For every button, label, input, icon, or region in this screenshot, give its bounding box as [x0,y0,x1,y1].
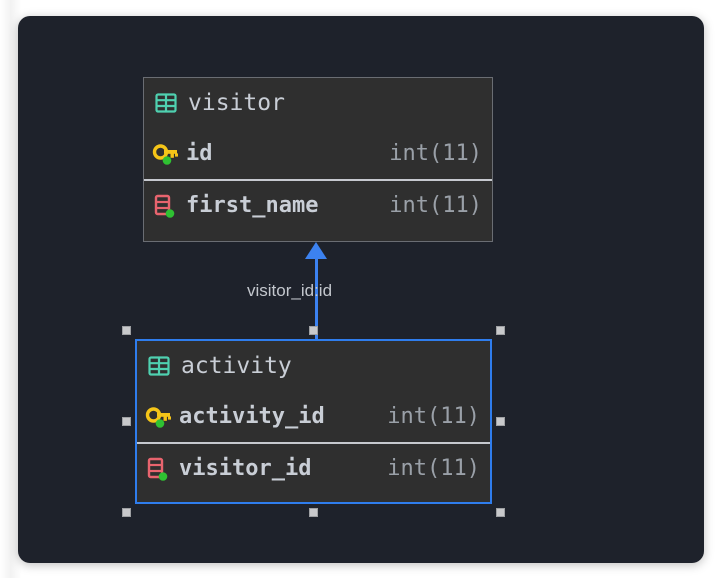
relationship-label: visitor_id:id [247,281,333,300]
column-stack-icon [145,456,173,482]
table-grid-icon [147,354,171,378]
entity-table-activity[interactable]: activity activity_id int(11) [135,339,492,504]
selection-handle-middle-right[interactable] [496,417,505,426]
primary-key-icon [145,404,173,430]
field-name-first-name: first_name [186,193,319,218]
field-row-visitor-first-name[interactable]: first_name int(11) [144,179,492,230]
selection-handle-top-center[interactable] [309,326,318,335]
field-row-activity-id[interactable]: activity_id int(11) [137,391,490,442]
selection-handle-middle-left[interactable] [122,417,131,426]
field-type-first-name: int(11) [389,193,482,218]
selection-handle-top-left[interactable] [122,326,131,335]
er-diagram-canvas[interactable]: visitor id int(11) [18,16,704,563]
entity-header-visitor[interactable]: visitor [144,78,492,128]
field-row-visitor-id[interactable]: id int(11) [144,128,492,179]
field-name-visitor-id: visitor_id [179,456,312,481]
entity-title-activity: activity [181,353,292,379]
field-type-id: int(11) [389,141,482,166]
selection-handle-bottom-left[interactable] [122,508,131,517]
field-name-id: id [186,141,213,166]
primary-key-icon [152,141,180,167]
selection-handle-top-right[interactable] [496,326,505,335]
column-stack-icon [152,193,180,219]
entity-title-visitor: visitor [188,90,285,116]
field-type-activity-id: int(11) [387,404,480,429]
relationship-line[interactable] [315,254,318,344]
field-row-activity-visitor-id[interactable]: visitor_id int(11) [137,442,490,493]
selection-handle-bottom-right[interactable] [496,508,505,517]
relationship-arrow-icon [305,242,327,259]
selection-handle-bottom-center[interactable] [309,508,318,517]
table-grid-icon [154,91,178,115]
field-name-activity-id: activity_id [179,404,325,429]
entity-table-visitor[interactable]: visitor id int(11) [143,77,493,242]
field-type-visitor-id: int(11) [387,456,480,481]
entity-header-activity[interactable]: activity [137,341,490,391]
